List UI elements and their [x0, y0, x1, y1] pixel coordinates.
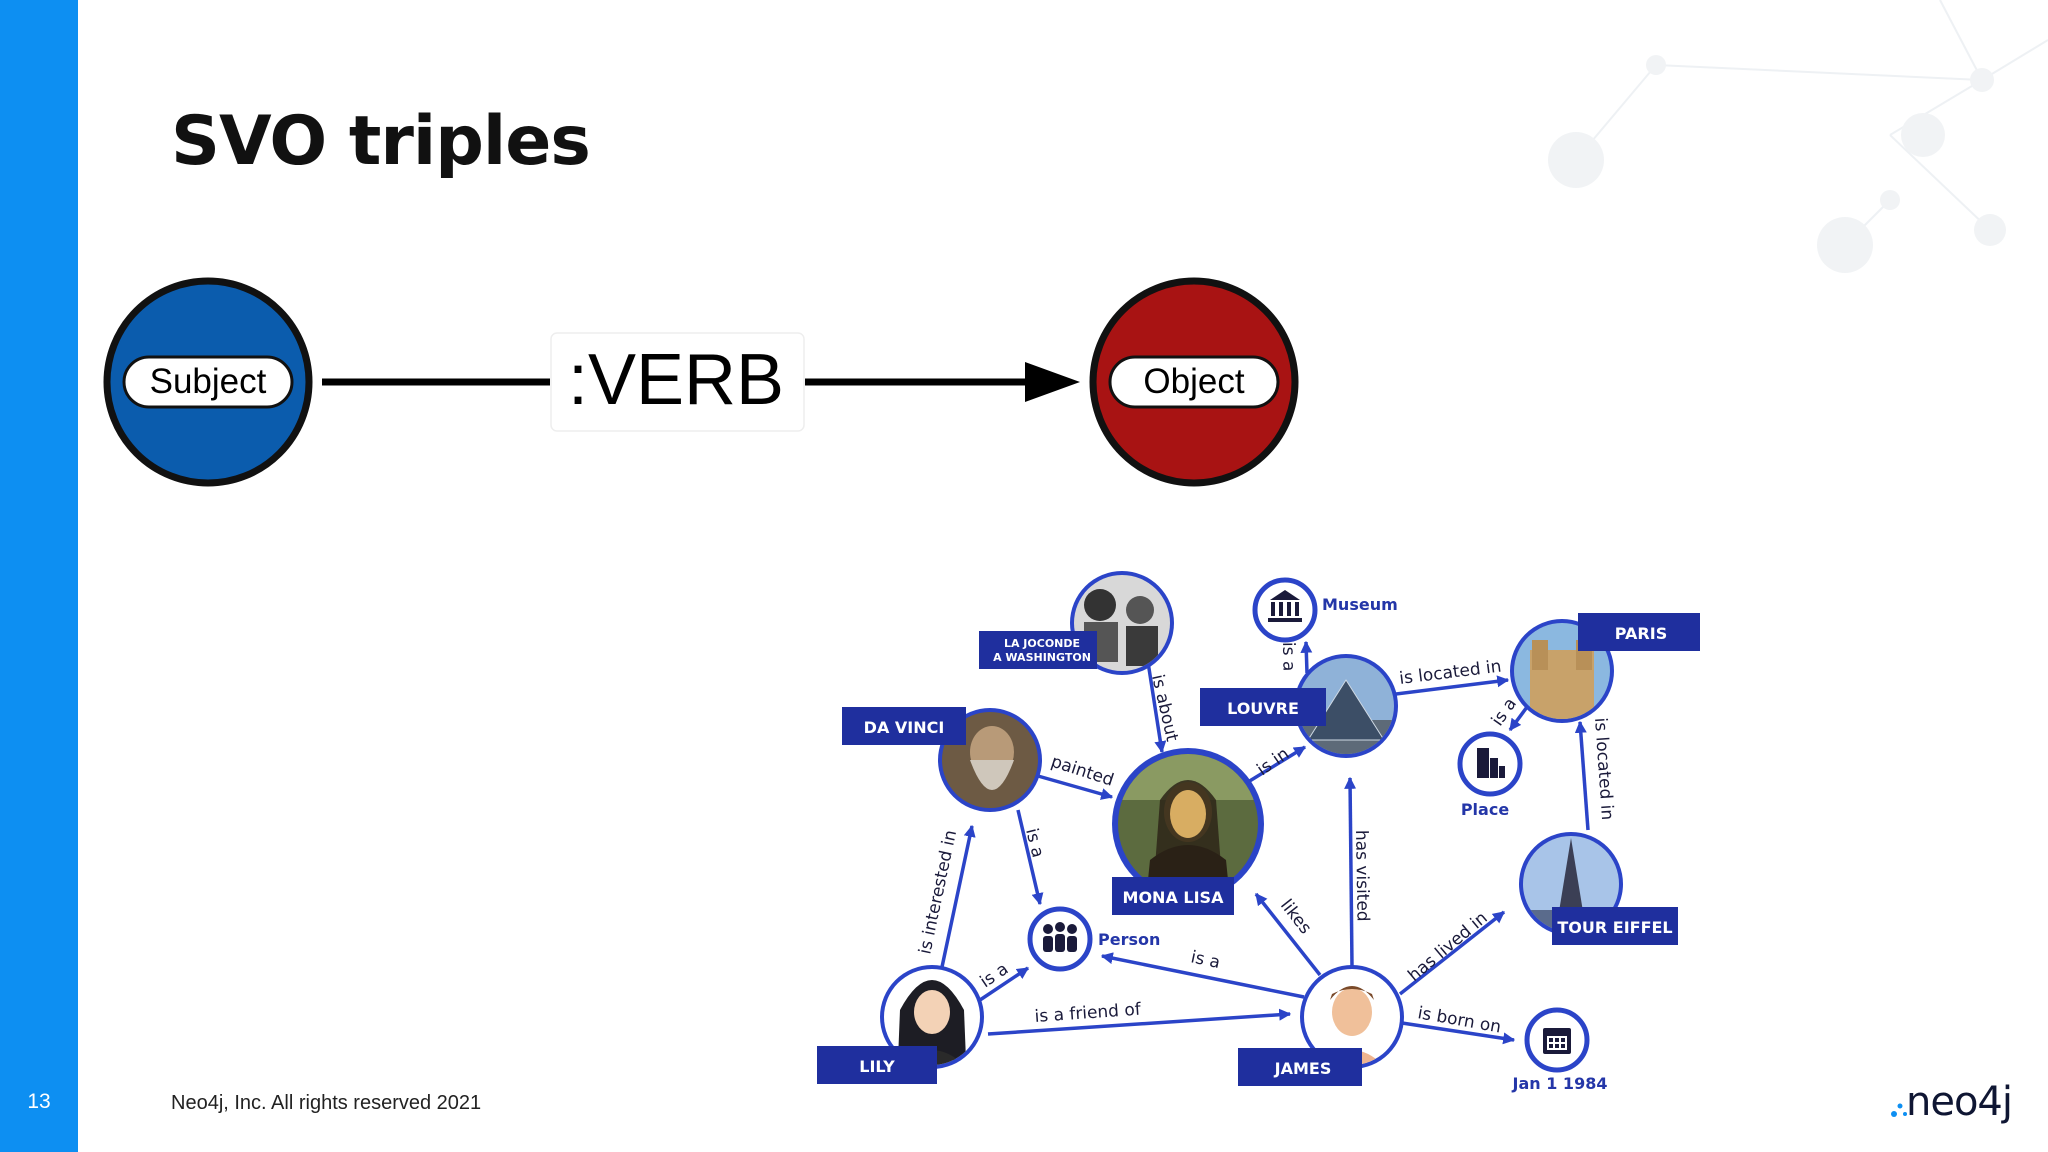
node-label-la-joconde-2: A WASHINGTON: [993, 651, 1091, 664]
edge-is-about: [1146, 661, 1167, 754]
verb-box: :VERB: [550, 332, 805, 432]
edge-label-painted: painted: [1048, 752, 1116, 791]
object-label: Object: [1143, 362, 1244, 401]
edge-label-is-interested-in: is interested in: [915, 828, 961, 956]
edge-is-located-in-eiffel: [1574, 720, 1590, 831]
node-label-la-joconde-1: LA JOCONDE: [1004, 637, 1080, 650]
object-node: Object: [1089, 277, 1299, 487]
verb-label: :VERB: [568, 340, 784, 420]
edge-painted: [1037, 774, 1114, 800]
node-label-paris: PARIS: [1615, 624, 1667, 643]
edge-label-has-visited: has visited: [1351, 830, 1373, 922]
edge-is-interested-in: [940, 824, 976, 968]
footer-copyright: Neo4j, Inc. All rights reserved 2021: [171, 1092, 482, 1114]
knowledge-graph: is about painted is in is a is located i…: [817, 571, 1700, 1093]
edge-is-a-james: [1100, 952, 1305, 999]
edge-label-likes: likes: [1276, 896, 1315, 938]
edge-label-is-a-museum: is a: [1278, 642, 1299, 672]
node-label-tour-eiffel: TOUR EIFFEL: [1557, 918, 1672, 937]
slide-number: 13: [27, 1090, 51, 1113]
node-label-date: Jan 1 1984: [1512, 1074, 1608, 1093]
node-label-place: Place: [1461, 800, 1509, 819]
museum-icon: [1252, 577, 1318, 643]
node-label-mona-lisa: MONA LISA: [1123, 888, 1225, 907]
edge-is-born-on: [1401, 1021, 1516, 1045]
node-label-james: JAMES: [1274, 1059, 1332, 1078]
edge-is-in: [1247, 745, 1307, 784]
side-accent-bar: [0, 0, 78, 1152]
edge-likes: [1254, 892, 1322, 977]
edge-has-lived-in: [1398, 910, 1506, 996]
edge-is-a-museum: [1300, 640, 1313, 674]
svo-diagram: Subject :VERB Object: [103, 277, 1299, 487]
edge-label-has-lived-in: has lived in: [1404, 908, 1491, 986]
edge-label-is-a-lily: is a: [977, 959, 1013, 992]
node-label-museum: Museum: [1322, 595, 1398, 614]
calendar-icon: [1524, 1007, 1590, 1073]
edge-is-a-davinci: [1016, 809, 1044, 906]
neo4j-graph-icon: [1891, 1103, 1907, 1117]
node-label-person: Person: [1098, 930, 1160, 949]
node-label-da-vinci: DA VINCI: [864, 718, 945, 737]
slide-title: SVO triples: [171, 102, 591, 181]
edge-label-is-a-james: is a: [1189, 947, 1222, 973]
node-label-louvre: LOUVRE: [1227, 699, 1299, 718]
subject-label: Subject: [150, 362, 267, 401]
edge-is-located-in-paris: [1395, 675, 1510, 696]
edge-is-a-lily: [979, 966, 1029, 1002]
edge-label-is-a-friend-of: is a friend of: [1034, 1000, 1142, 1027]
node-mona-lisa: [1112, 748, 1264, 900]
edge-label-is-a-davinci: is a: [1021, 826, 1048, 859]
node-label-lily: LILY: [859, 1057, 895, 1076]
building-icon: [1457, 731, 1523, 797]
subject-node: Subject: [103, 277, 313, 487]
logo-wordmark: neo4j: [1906, 1079, 2013, 1125]
node-louvre: [1294, 654, 1398, 758]
edge-is-a-friend-of: [987, 1008, 1292, 1036]
edge-has-visited: [1344, 776, 1357, 967]
verb-arrow-head: [1025, 362, 1080, 402]
neo4j-logo: neo4j: [1890, 1080, 2030, 1128]
people-icon: [1027, 906, 1093, 972]
background-network-decoration: [1548, 0, 2048, 273]
edge-label-is-located-in-eiffel: is located in: [1590, 717, 1617, 821]
edge-label-is-about: is about: [1147, 673, 1182, 744]
